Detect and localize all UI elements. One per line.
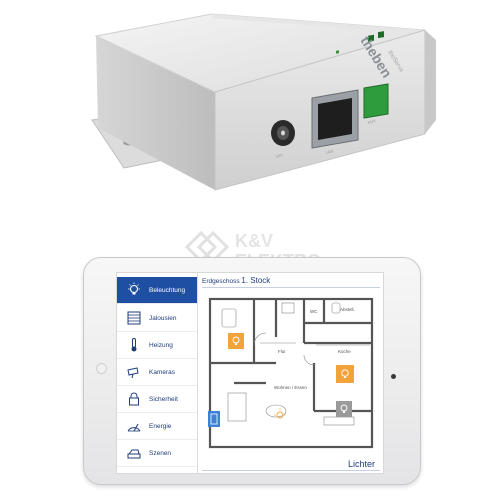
nav-item-kameras[interactable]: Kameras	[117, 359, 197, 386]
nav-label: Jalousien	[149, 314, 177, 322]
title-divider	[202, 287, 380, 288]
floor-name: 1. Stock	[241, 276, 271, 285]
port-label-power: 24V	[275, 152, 283, 159]
nav-item-beleuchtung[interactable]: Beleuchtung	[117, 277, 197, 304]
light-button-off[interactable]	[336, 401, 352, 417]
knx-gateway-device-image: theben theServa 24V LAN KNX	[91, 13, 436, 191]
nav-label: Szenen	[149, 449, 172, 457]
bottom-divider	[202, 470, 380, 471]
floor-prefix: Erdgeschoss	[202, 278, 240, 285]
watermark-line1: K&V	[235, 231, 273, 251]
room-label-wohnen: Wohnen / Essen	[274, 385, 307, 390]
lightbulb-icon[interactable]	[274, 408, 286, 419]
port-label-knx: KNX	[367, 118, 377, 125]
lightbulb-icon	[123, 280, 145, 300]
nav-label: Sicherheit	[149, 395, 178, 403]
light-button-on[interactable]	[228, 333, 244, 349]
room-label-abstell: Abstell.	[340, 307, 355, 312]
lock-icon	[123, 389, 145, 409]
tablet-camera	[391, 374, 396, 379]
nav-item-energie[interactable]: Energie	[117, 413, 197, 440]
main-panel: Erdgeschoss 1. Stock	[198, 273, 383, 473]
room-label-flur: Flur	[278, 349, 286, 354]
thermometer-icon	[123, 335, 145, 355]
scenes-icon	[123, 443, 145, 463]
room-label-kuche: Küche	[338, 349, 351, 354]
nav-label: Beleuchtung	[149, 286, 186, 294]
nav-item-heizung[interactable]: Heizung	[117, 332, 197, 359]
energy-icon	[123, 416, 145, 436]
blind-control-button[interactable]	[208, 411, 220, 427]
nav-label: Heizung	[149, 341, 173, 349]
blinds-icon	[123, 308, 145, 328]
room-label-wc: WC	[310, 309, 318, 314]
tablet-home-button[interactable]	[96, 363, 107, 374]
floor-title: Erdgeschoss 1. Stock	[202, 276, 270, 285]
tablet-screen: Beleuchtung Jalousien Heizung Kameras Si…	[116, 272, 384, 474]
lights-label: Lichter	[347, 459, 375, 469]
nav-item-jalousien[interactable]: Jalousien	[117, 305, 197, 332]
camera-icon	[123, 362, 145, 382]
sidebar: Beleuchtung Jalousien Heizung Kameras Si…	[117, 273, 198, 473]
nav-label: Energie	[149, 422, 172, 430]
nav-label: Kameras	[149, 368, 176, 376]
port-label-lan: LAN	[325, 148, 334, 155]
nav-item-szenen[interactable]: Szenen	[117, 440, 197, 467]
floor-plan: Flur Küche Wohnen / Essen WC Abstell.	[208, 297, 374, 449]
nav-item-sicherheit[interactable]: Sicherheit	[117, 386, 197, 413]
light-button-on[interactable]	[336, 365, 354, 383]
